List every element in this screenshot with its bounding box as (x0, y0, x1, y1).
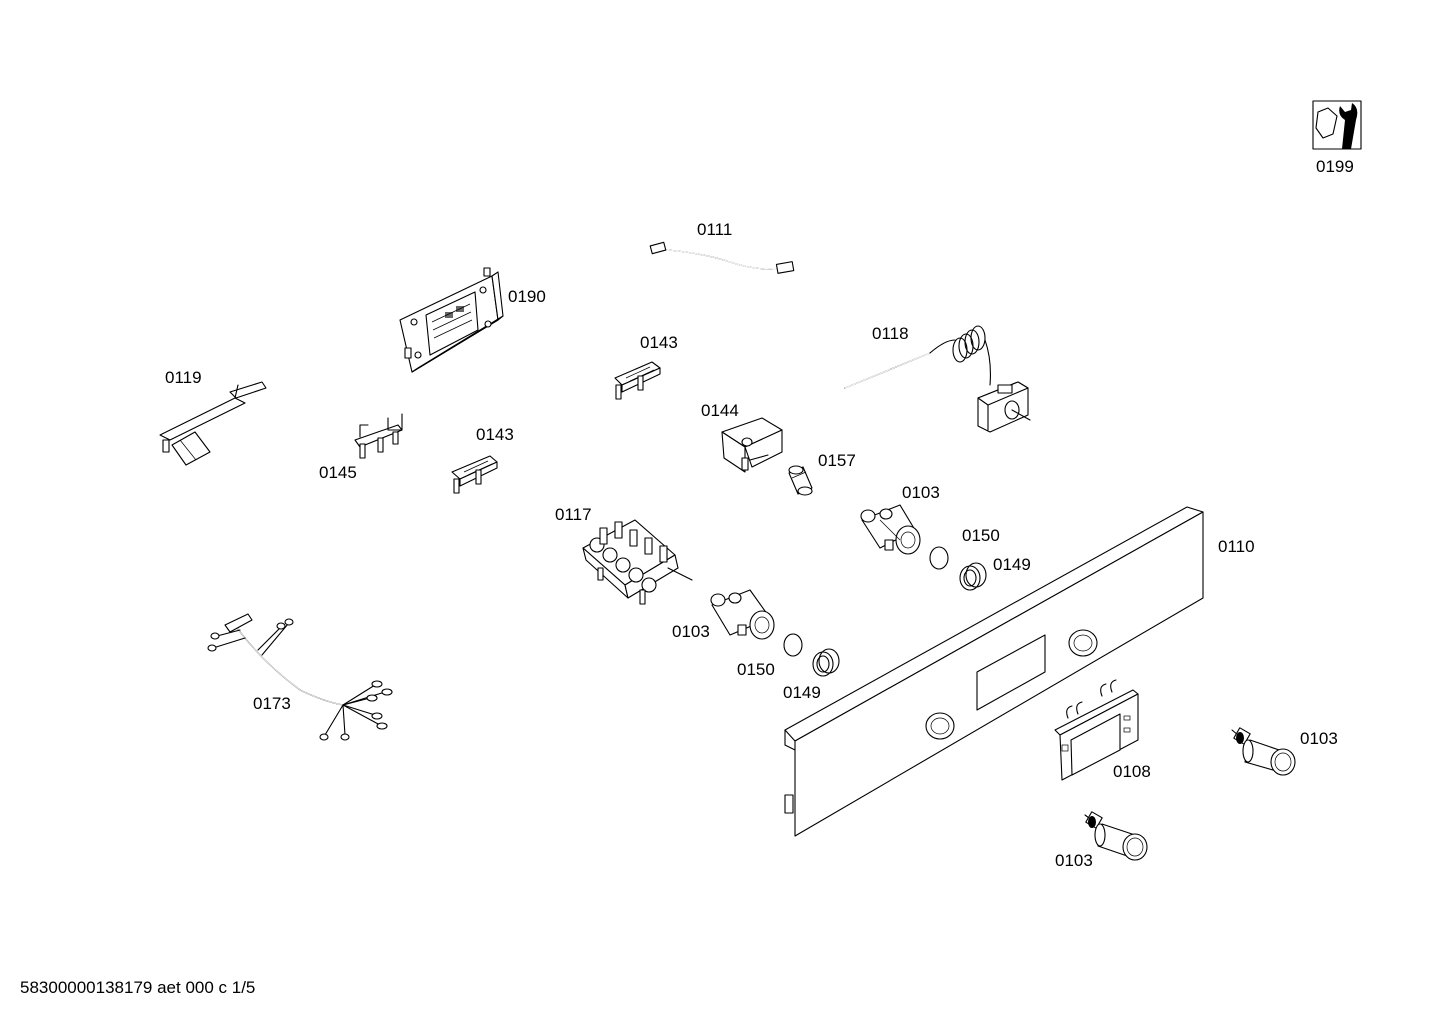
ring-0150-lower (783, 633, 803, 657)
part-label-0118: 0118 (872, 324, 909, 343)
knob-0103-right (1231, 727, 1296, 776)
display-module-0108 (1054, 679, 1139, 781)
part-label-0143-upper: 0143 (640, 333, 678, 352)
knob-0103-bottom (1084, 811, 1148, 861)
part-label-0173: 0173 (253, 694, 291, 713)
control-board-0190 (399, 267, 504, 373)
fascia-panel-0110 (784, 506, 1204, 837)
wiring-harness-0173 (207, 613, 393, 741)
clip-0143-upper (614, 361, 661, 400)
document-footer: 58300000138179 aet 000 c 1/5 (20, 978, 256, 997)
ring-0150-upper (929, 546, 949, 570)
bracket-0119 (159, 381, 267, 466)
part-label-0145: 0145 (319, 463, 357, 482)
clip-0145 (354, 413, 403, 459)
part-label-0143-lower: 0143 (476, 425, 514, 444)
part-label-0149-lower: 0149 (783, 683, 821, 702)
part-label-0144: 0144 (701, 401, 739, 420)
lamp-0157 (788, 465, 813, 496)
cable-0111 (649, 241, 795, 274)
part-label-0110: 0110 (1218, 537, 1255, 556)
part-label-0103-upper: 0103 (902, 483, 940, 502)
clip-0143-lower (451, 455, 498, 494)
nut-0149-upper (959, 562, 987, 591)
tool-icon (1312, 100, 1362, 150)
selector-switch-0117 (582, 519, 693, 605)
part-label-0150-lower: 0150 (737, 660, 775, 679)
part-label-0103-right: 0103 (1300, 729, 1338, 748)
thermostat-0118 (844, 325, 1031, 433)
part-label-0157: 0157 (818, 451, 856, 470)
control-module-0103-upper (860, 504, 921, 555)
part-label-0190: 0190 (508, 287, 546, 306)
nut-0149-lower (812, 648, 840, 677)
holder-0144 (721, 417, 783, 473)
part-label-0119: 0119 (165, 368, 202, 387)
part-label-0199: 0199 (1316, 157, 1354, 176)
part-label-0108: 0108 (1113, 762, 1151, 781)
part-label-0103-lower: 0103 (672, 622, 710, 641)
control-module-0103-lower (710, 589, 775, 640)
part-label-0103-bottom: 0103 (1055, 851, 1093, 870)
part-label-0117: 0117 (555, 505, 592, 524)
part-label-0149-upper: 0149 (993, 555, 1031, 574)
part-label-0111: 0111 (697, 220, 732, 239)
part-label-0150-upper: 0150 (962, 526, 1000, 545)
